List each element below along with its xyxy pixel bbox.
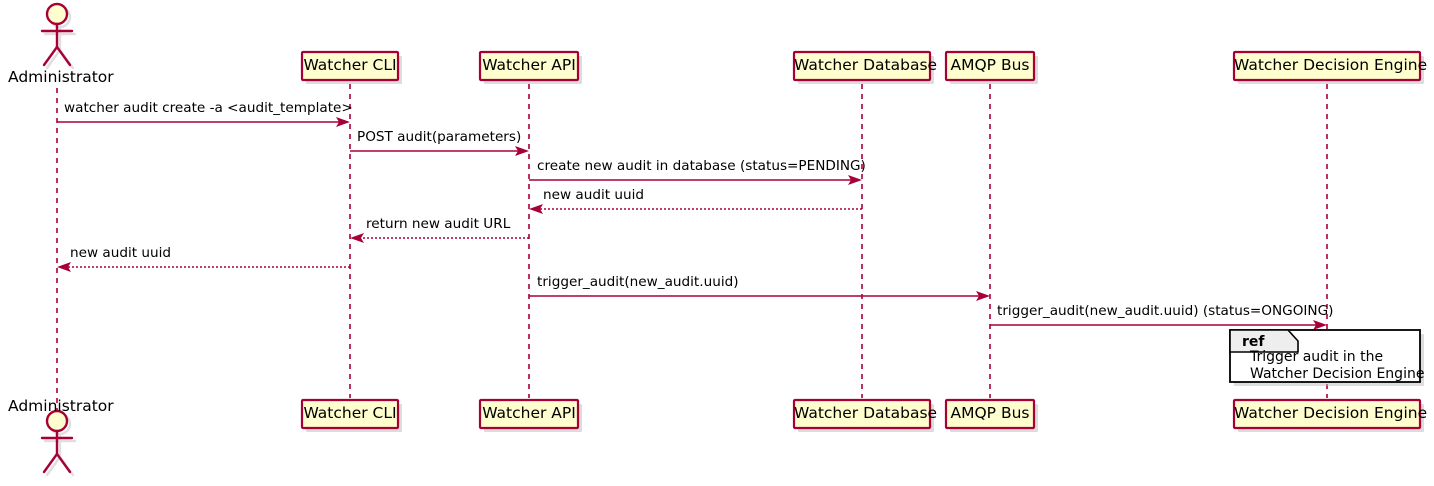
message-arrow-7: [529, 291, 990, 301]
participant-boxes-top: [300, 50, 1424, 84]
ref-fragment-keyword: ref: [1242, 334, 1265, 350]
message-label-2: POST audit(parameters): [357, 129, 522, 145]
actor-label-administrator-bottom: Administrator: [8, 397, 114, 415]
message-label-6: new audit uuid: [70, 245, 172, 261]
participant-box-amqp-bus[interactable]: [944, 50, 1036, 82]
participant-box-watcher-api-bottom[interactable]: [478, 398, 580, 430]
message-label-4: new audit uuid: [543, 187, 645, 203]
participant-box-watcher-cli[interactable]: [300, 50, 400, 82]
message-label-8: trigger_audit(new_audit.uuid) (status=ON…: [997, 303, 1334, 319]
participant-label-watcher-cli-bottom: Watcher CLI: [303, 404, 397, 422]
participant-label-amqp-bus-bottom: AMQP Bus: [950, 404, 1030, 422]
participant-label-watcher-cli: Watcher CLI: [303, 56, 397, 74]
message-label-7: trigger_audit(new_audit.uuid): [537, 274, 739, 290]
participant-label-watcher-api: Watcher API: [482, 56, 576, 74]
message-label-5: return new audit URL: [366, 216, 511, 232]
ref-fragment-line-2: Watcher Decision Engine: [1250, 366, 1425, 382]
participant-label-watcher-decision-engine: Watcher Decision Engine: [1234, 56, 1428, 74]
message-arrow-5: [350, 233, 529, 243]
message-arrow-6: [57, 262, 350, 272]
ref-fragment-tab: [1229, 329, 1299, 353]
actor-administrator-top: [40, 2, 77, 70]
ref-fragment-line-1: Trigger audit in the: [1250, 349, 1384, 365]
participant-label-amqp-bus: AMQP Bus: [950, 56, 1030, 74]
message-arrow-8: [990, 320, 1327, 330]
message-arrow-2: [350, 146, 529, 156]
message-label-3: create new audit in database (status=PEN…: [537, 158, 866, 174]
message-arrow-1: [57, 117, 350, 127]
participant-box-watcher-cli-bottom[interactable]: [300, 398, 400, 430]
participant-label-watcher-database: Watcher Database: [794, 56, 938, 74]
actor-administrator-bottom: [40, 409, 77, 477]
participant-box-amqp-bus-bottom[interactable]: [944, 398, 1036, 430]
participant-box-watcher-database-bottom[interactable]: [792, 398, 932, 430]
message-label-1: watcher audit create -a <audit_template>: [64, 100, 353, 116]
actor-label-administrator-top: Administrator: [8, 68, 114, 86]
participant-box-watcher-decision-engine-bottom[interactable]: [1232, 398, 1422, 430]
participant-box-watcher-decision-engine[interactable]: [1232, 50, 1422, 82]
participant-label-watcher-decision-engine-bottom: Watcher Decision Engine: [1234, 404, 1428, 422]
participant-box-watcher-database[interactable]: [792, 50, 932, 82]
participant-boxes-bottom: [300, 398, 1424, 432]
messages-layer: [57, 117, 1327, 330]
participant-label-watcher-api-bottom: Watcher API: [482, 404, 576, 422]
participant-label-watcher-database-bottom: Watcher Database: [794, 404, 938, 422]
actor-head-icon: [45, 2, 69, 26]
ref-fragment: [1229, 329, 1424, 386]
message-arrow-3: [529, 175, 862, 185]
participant-box-watcher-api[interactable]: [478, 50, 580, 82]
message-arrow-4: [529, 204, 862, 214]
lifelines: [56, 84, 1328, 418]
